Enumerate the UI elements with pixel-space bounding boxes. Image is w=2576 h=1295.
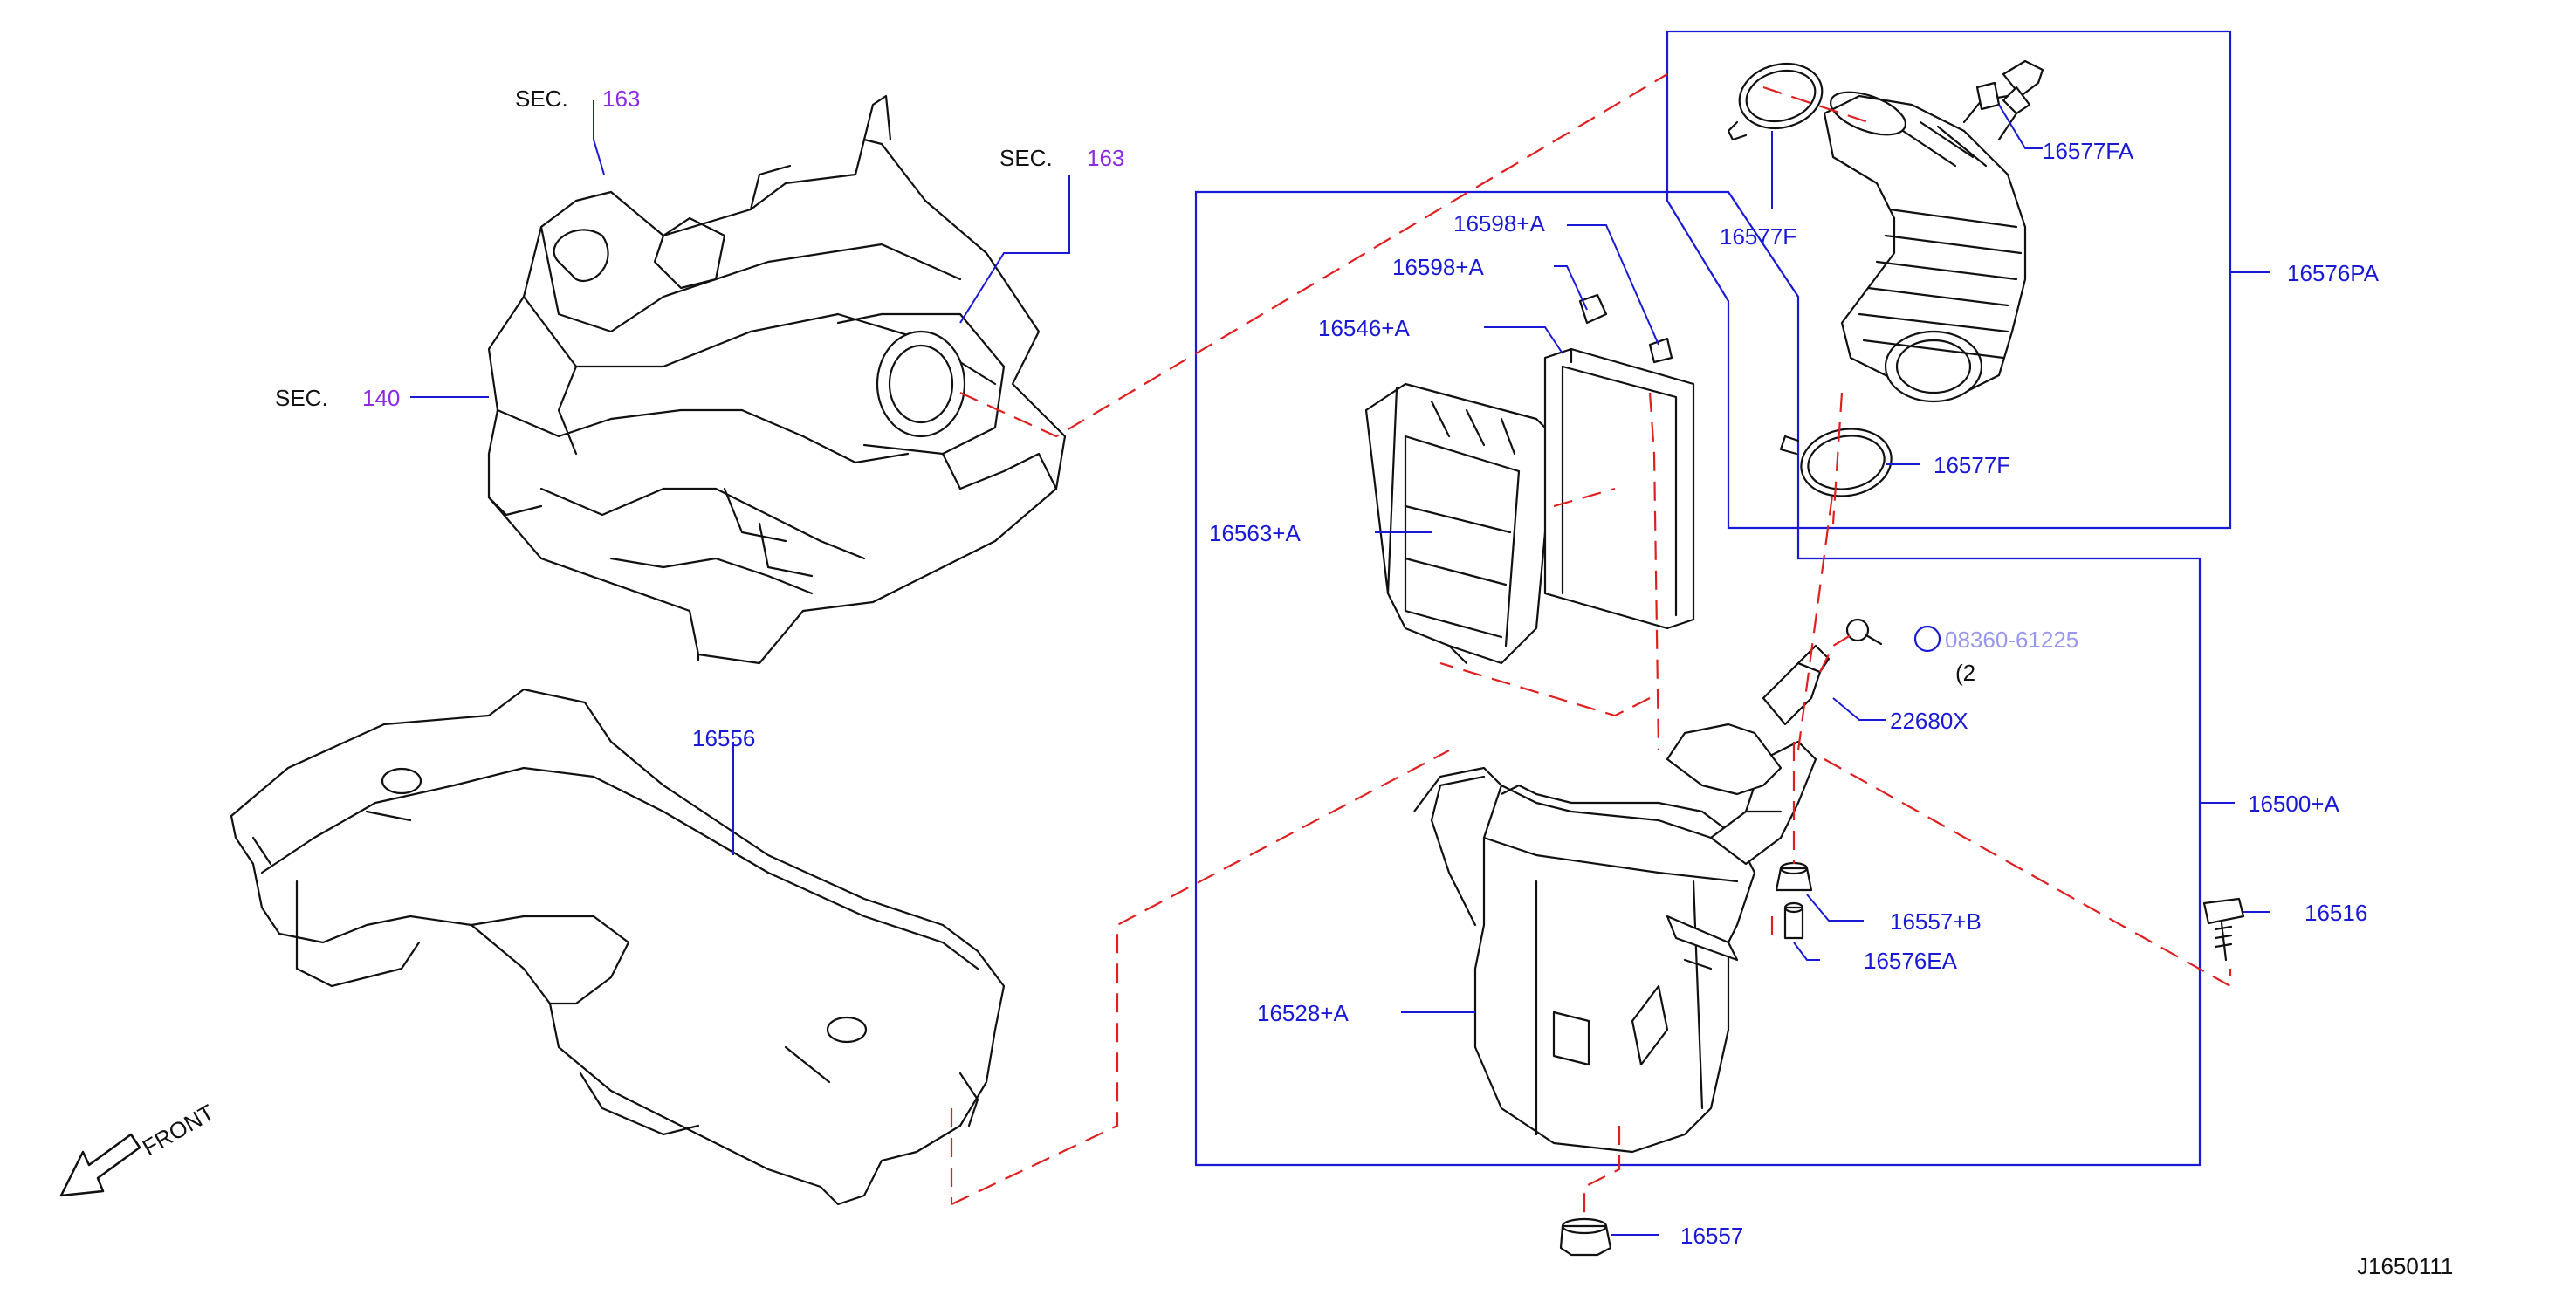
part-label-16516[interactable]: 16516 [2305,900,2367,926]
section-ref-163-a[interactable]: SEC. 163 [515,86,640,112]
intake-manifold-drawing [487,94,1067,665]
air-cleaner-box-drawing [1413,740,1817,1154]
part-label-16500a[interactable]: 16500+A [2248,791,2339,817]
section-prefix: SEC. [515,86,568,112]
screw-08360-drawing [1845,618,1883,646]
part-label-16546a[interactable]: 16546+A [1318,315,1410,341]
assembly-frame-16576 [1666,30,2232,530]
air-duct-hose-drawing [1823,91,2027,403]
section-ref-140[interactable]: SEC. 140 [275,385,400,411]
section-number: 163 [602,86,640,112]
part-label-16557b[interactable]: 16557+B [1890,908,1982,935]
diagram-id: J1650111 [2357,1253,2453,1279]
screw-quantity: (2 [1955,660,1975,686]
grommet-16557b-drawing [1775,861,1813,892]
cover-16556-drawing [230,688,1006,1206]
section-prefix: SEC. [275,385,328,411]
box-inlet-drawing [1666,723,1783,796]
front-label: FRONT [138,1099,219,1161]
clamp-16577f-lower-drawing [1779,428,1893,497]
part-label-16577f-lower[interactable]: 16577F [1934,452,2010,478]
section-number: 140 [362,385,400,411]
part-label-16577f-upper[interactable]: 16577F [1720,223,1796,250]
part-label-16576pa[interactable]: 16576PA [2287,260,2380,286]
part-label-16576ea[interactable]: 16576EA [1864,948,1958,974]
part-label-16563a[interactable]: 16563+A [1209,520,1301,546]
screw-circle-icon [1913,625,1941,653]
clip-16598-upper [1578,293,1608,325]
clip-16598-lower [1648,337,1673,364]
label-obscure-mask [1945,630,2111,653]
clamp-16577f-upper-drawing [1727,62,1824,141]
grommet-16557-drawing [1559,1217,1612,1257]
part-label-16577fa[interactable]: 16577FA [2043,138,2134,164]
part-label-22680x[interactable]: 22680X [1890,708,1968,734]
front-arrow-icon [59,1133,141,1197]
part-label-16598a-top[interactable]: 16598+A [1453,210,1545,236]
leader-lines [410,100,2270,1236]
assembly-frame-16500 [1194,190,2202,1167]
bolt-16516-drawing [2202,897,2245,962]
screw-08360-label[interactable]: 08360-61225 (2 [1913,625,2111,686]
part-label-16556[interactable]: 16556 [692,725,755,751]
part-label-16598a[interactable]: 16598+A [1392,254,1484,280]
pcv-fitting-16577fa-drawing [1975,59,2044,115]
mass-airflow-sensor-drawing [1762,644,1831,726]
collar-16576ea-drawing [1783,901,1804,940]
assembly-dashed-lines [950,73,2232,1222]
filter-element-drawing [1543,347,1695,630]
section-prefix: SEC. [999,145,1053,171]
part-label-16528a[interactable]: 16528+A [1257,1000,1349,1026]
section-ref-163-b[interactable]: SEC. 163 [999,145,1124,171]
section-number: 163 [1087,145,1124,171]
part-label-16557[interactable]: 16557 [1680,1223,1743,1249]
filter-lid-drawing [1364,382,1556,665]
